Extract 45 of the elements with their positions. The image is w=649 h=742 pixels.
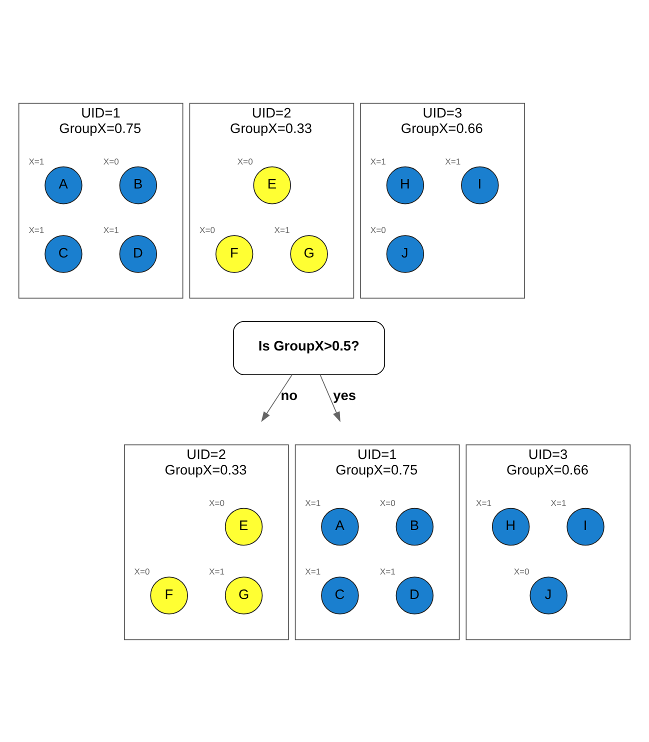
node-circle: H [492,507,530,546]
node-circle: J [386,234,424,272]
node-label: X=1 [209,566,225,576]
node-label: X=1 [370,156,386,166]
node-circle: C [44,234,82,272]
node-circle: C [321,576,359,614]
node-circle: I [566,507,604,546]
node-label: X=1 [476,497,492,508]
arrow [261,374,292,422]
node-label: X=1 [305,497,321,508]
node-circle: G [290,234,328,272]
node-label: X=1 [274,224,290,234]
node-circle: I [461,166,499,204]
node-label: X=1 [550,497,566,508]
node-label: X=1 [28,224,44,234]
node-circle: H [386,166,424,204]
arrow [320,374,340,422]
edge-label: yes [333,388,356,403]
node-label: X=0 [514,566,530,576]
node-label: X=1 [103,224,119,234]
node-label: X=0 [200,224,216,234]
node-label: X=0 [370,224,386,234]
node-label: X=0 [380,497,396,508]
node-circle: E [253,166,292,204]
node-circle: D [119,234,158,272]
node-label: X=1 [380,566,396,576]
node-circle: G [224,576,263,614]
node-label: X=0 [209,497,225,508]
node-circle: B [119,166,158,204]
node-circle: A [321,507,359,546]
node-circle: E [224,507,263,546]
node-circle: F [150,576,188,614]
node-circle: B [396,507,434,546]
node-circle: J [530,576,568,614]
node-label: X=1 [445,156,461,166]
node-label: X=0 [103,156,119,166]
node-label: X=0 [134,566,150,576]
node-circle: D [396,576,434,614]
node-circle: F [215,234,254,272]
node-label: X=1 [28,156,44,166]
node-box: Is GroupX>0.5? [233,320,386,375]
node-circle: A [44,166,82,204]
node-label: X=0 [237,156,253,166]
edge-label: no [280,388,298,403]
node-label: X=1 [305,566,321,576]
